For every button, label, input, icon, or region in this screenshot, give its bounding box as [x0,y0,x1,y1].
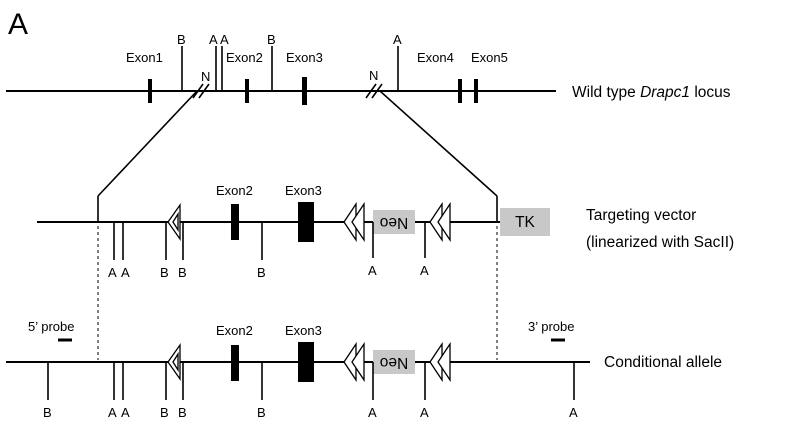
wt-site-a1-label: A [209,32,218,47]
targeting-vector-label-line1: Targeting vector [586,207,696,224]
allele-exon2 [231,345,239,381]
allele-site-a1-label: A [108,405,117,420]
vector-site-b2-label: B [178,265,187,280]
frt-sites-4 [429,341,451,383]
wt-site-a3-label: A [393,32,402,47]
wild-type-locus: Exon1 Exon2 Exon3 Exon4 Exon5 B A A B A … [6,32,731,105]
wt-exon1-label: Exon1 [126,50,163,65]
allele-exon2-label: Exon2 [216,323,253,338]
allele-site-a4-label: A [420,405,429,420]
wt-exon2 [245,79,249,103]
five-prime-probe-label: 5’ probe [28,319,75,334]
allele-site-b1-label: B [160,405,169,420]
vector-exon2-label: Exon2 [216,183,253,198]
wt-exon2-label: Exon2 [226,50,263,65]
wt-exon4 [458,79,462,103]
wt-exon5 [474,79,478,103]
targeting-vector: Exon2 Exon3 Neo TK A A B B B [37,183,734,280]
left-arm-connector [97,90,198,197]
vector-site-a1-label: A [108,265,117,280]
allele-exon3 [298,342,314,382]
vector-exon2 [231,204,239,240]
wt-site-b1-label: B [177,32,186,47]
right-arm-connector [379,90,498,197]
break-mark-2 [365,83,383,99]
allele-site-b2-label: B [178,405,187,420]
wt-exon3 [302,77,307,105]
gene-name: Drapc1 [640,84,690,101]
wt-site-a2-label: A [220,32,229,47]
targeting-vector-label-line2: (linearized with SacII) [586,234,734,251]
conditional-allele: 5’ probe 3’ probe Exon2 Exon3 Neo [6,319,722,420]
panel-label: A [8,8,28,41]
wt-site-n2-label: N [369,68,378,83]
wt-exon4-label: Exon4 [417,50,454,65]
vector-site-b3-label: B [257,265,266,280]
frt-sites-3 [343,341,365,383]
vector-site-a2-label: A [121,265,130,280]
loxp-site-2 [167,342,181,382]
wt-site-b2-label: B [267,32,276,47]
vector-neo-label: Neo [380,214,408,231]
vector-site-b1-label: B [160,265,169,280]
three-prime-probe-label: 3’ probe [528,319,575,334]
allele-site-a5-label: A [569,405,578,420]
wt-site-n1-label: N [201,69,210,84]
frt-sites-1 [343,201,365,243]
allele-neo-label: Neo [380,354,408,371]
loxp-site-1 [167,202,181,242]
allele-site-b3-label: B [257,405,266,420]
frt-sites-2 [429,201,451,243]
allele-site-a2-label: A [121,405,130,420]
vector-tk-box [500,208,550,236]
break-mark-1 [192,83,210,99]
allele-exon3-label: Exon3 [285,323,322,338]
allele-neo-box [373,350,415,374]
wt-exon5-label: Exon5 [471,50,508,65]
allele-site-b0-label: B [43,405,52,420]
vector-site-a4-label: A [420,263,429,278]
wt-exon3-label: Exon3 [286,50,323,65]
wt-exon1 [148,79,152,103]
vector-tk-label: TK [515,214,535,231]
vector-site-a3-label: A [368,263,377,278]
vector-exon3 [298,202,314,242]
wild-type-label: Wild type Drapc1 locus [572,84,731,101]
vector-neo-box [373,210,415,234]
allele-site-a3-label: A [368,405,377,420]
vector-exon3-label: Exon3 [285,183,322,198]
conditional-allele-label: Conditional allele [604,354,722,371]
